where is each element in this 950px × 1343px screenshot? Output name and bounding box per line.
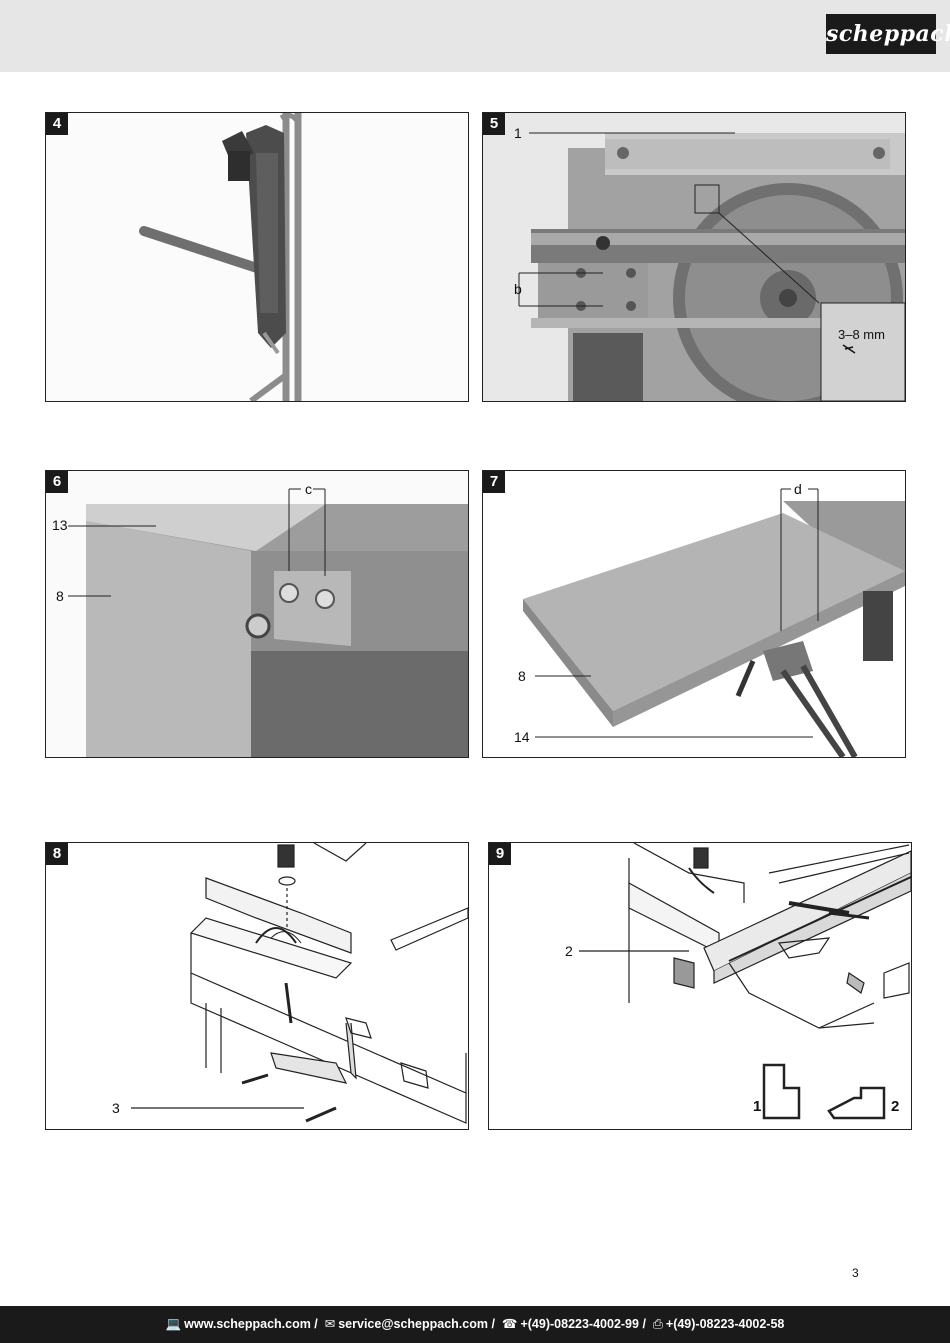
fax-number: +(49)-08223-4002-58 bbox=[665, 1317, 785, 1331]
figure-9-drawing bbox=[579, 843, 911, 1120]
figure-6-photo bbox=[46, 471, 468, 757]
profile-label: 1 bbox=[753, 1098, 762, 1115]
figure-number: 8 bbox=[46, 843, 68, 865]
figure-7: 7 d 8 14 bbox=[482, 470, 906, 758]
phone-number: +(49)-08223-4002-99 bbox=[520, 1317, 639, 1331]
profile-label: 2 bbox=[891, 1098, 900, 1115]
footer-bar: 💻www.scheppach.com / ✉service@scheppach.… bbox=[0, 1306, 950, 1343]
figure-number: 5 bbox=[483, 113, 505, 135]
callout-label: 8 bbox=[56, 588, 64, 604]
figure-7-photo bbox=[483, 471, 905, 757]
header-bar bbox=[0, 0, 950, 72]
figure-number: 7 bbox=[483, 471, 505, 493]
computer-icon: 💻 bbox=[165, 1317, 182, 1331]
gap-measurement-label: 3–8 mm bbox=[838, 327, 885, 342]
figure-4-photo bbox=[46, 113, 468, 401]
fax-icon: ⎙ bbox=[652, 1317, 663, 1331]
website-link[interactable]: www.scheppach.com bbox=[184, 1317, 311, 1331]
callout-label: 3 bbox=[112, 1100, 120, 1116]
email-link[interactable]: service@scheppach.com bbox=[338, 1317, 488, 1331]
callout-label: d bbox=[794, 481, 802, 497]
figure-9: 9 2 1 2 bbox=[488, 842, 912, 1130]
figure-8-drawing bbox=[131, 843, 468, 1124]
figure-4: 4 bbox=[45, 112, 469, 402]
figure-number: 4 bbox=[46, 113, 68, 135]
callout-label: 1 bbox=[514, 125, 522, 141]
callout-label: 2 bbox=[565, 943, 573, 959]
phone-icon: ☎ bbox=[501, 1317, 518, 1331]
callout-label: b bbox=[514, 281, 522, 297]
page-number: 3 bbox=[852, 1266, 859, 1280]
callout-label: 14 bbox=[514, 729, 530, 745]
figure-5-photo bbox=[483, 113, 905, 401]
callout-label: 8 bbox=[518, 668, 526, 684]
separator: / bbox=[638, 1317, 650, 1331]
callout-label: c bbox=[305, 481, 312, 497]
separator: / bbox=[487, 1317, 499, 1331]
mail-icon: ✉ bbox=[324, 1317, 336, 1331]
figure-5: 5 1 b 3–8 mm bbox=[482, 112, 906, 402]
callout-label: 13 bbox=[52, 517, 68, 533]
figure-number: 6 bbox=[46, 471, 68, 493]
figure-number: 9 bbox=[489, 843, 511, 865]
figure-8: 8 3 bbox=[45, 842, 469, 1130]
separator: / bbox=[310, 1317, 322, 1331]
figure-6: 6 c 13 8 bbox=[45, 470, 469, 758]
brand-logo: scheppach bbox=[826, 14, 950, 54]
